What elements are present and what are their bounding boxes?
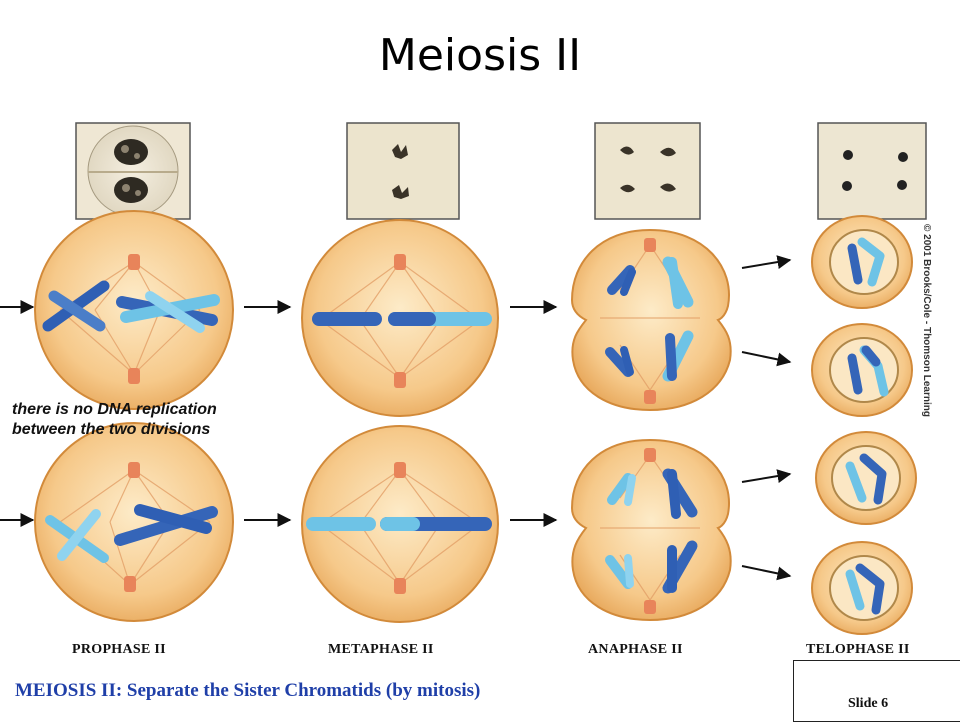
note-line-1: there is no DNA replication [12, 401, 217, 418]
cell-prophase-bottom [34, 422, 234, 622]
label-metaphase: METAPHASE II [328, 642, 434, 657]
arrow-icon [741, 565, 792, 581]
micrograph-anaphase [594, 122, 701, 220]
copyright-notice: © 2001 Brooks/Cole - Thomson Learning [921, 224, 932, 417]
caption: MEIOSIS II: Separate the Sister Chromati… [15, 680, 481, 701]
micrograph-metaphase [346, 122, 460, 220]
cell-telophase-1 [811, 215, 913, 309]
slide-number-box [793, 660, 960, 722]
cell-telophase-2 [811, 323, 913, 417]
label-anaphase: ANAPHASE II [588, 642, 683, 657]
cell-metaphase-top [301, 219, 499, 417]
cell-anaphase-bottom [570, 438, 732, 622]
micrograph-telophase [817, 122, 927, 220]
cell-telophase-3 [815, 431, 917, 525]
arrow-icon [741, 469, 792, 483]
cell-prophase-top [34, 210, 234, 410]
slide-title: Meiosis II [378, 30, 582, 81]
arrow-icon [741, 351, 792, 367]
note-line-2: between the two divisions [12, 421, 211, 438]
cell-telophase-4 [811, 541, 913, 635]
annotation-note: there is no DNA replication between the … [12, 400, 217, 440]
cell-anaphase-top [570, 228, 732, 412]
arrow-icon [741, 255, 792, 269]
cell-metaphase-bottom [301, 425, 499, 623]
slide-number: Slide 6 [848, 696, 889, 711]
micrograph-prophase [75, 122, 191, 220]
label-prophase: PROPHASE II [72, 642, 166, 657]
label-telophase: TELOPHASE II [806, 642, 910, 657]
